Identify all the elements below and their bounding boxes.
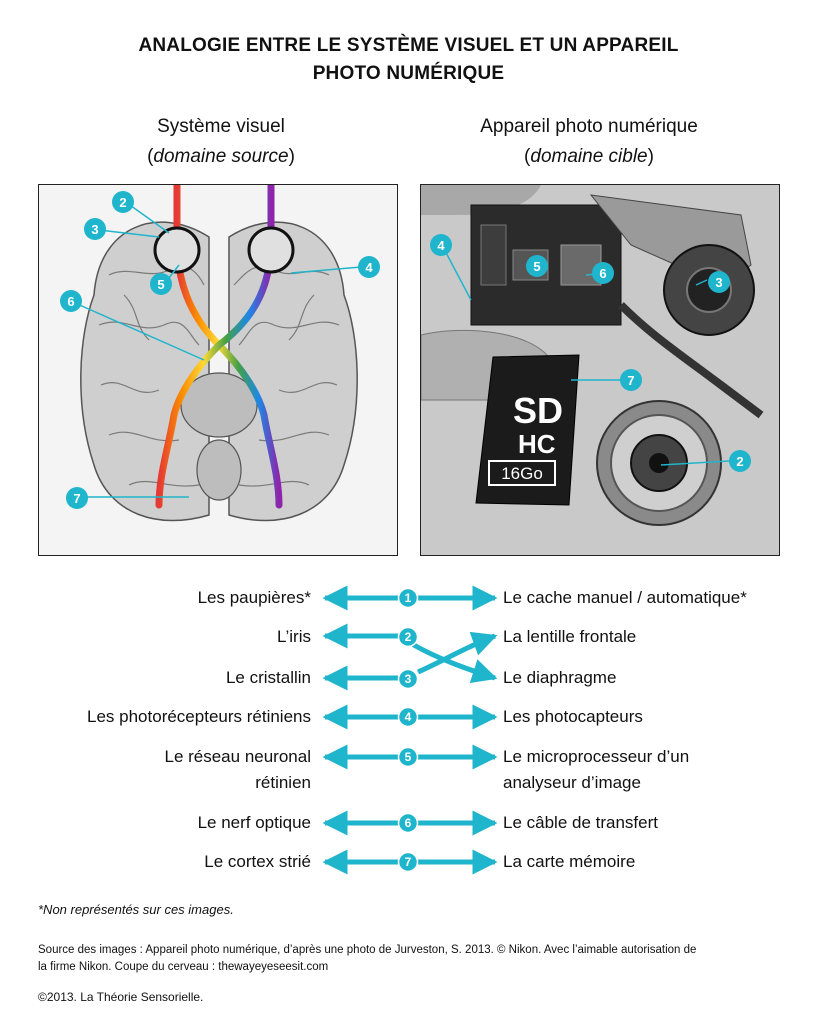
brain-illustration: 2 3 4 5 6 7 xyxy=(38,184,398,556)
row-3-right: Le diaphragme xyxy=(503,668,617,687)
svg-text:7: 7 xyxy=(627,373,634,388)
left-column-heading: Système visuel (domaine source) xyxy=(56,112,386,172)
svg-text:2: 2 xyxy=(736,454,743,469)
svg-text:5: 5 xyxy=(533,259,540,274)
camera-marker-6: 6 xyxy=(592,262,614,284)
svg-text:2: 2 xyxy=(405,630,412,644)
svg-text:6: 6 xyxy=(67,294,74,309)
brain-svg: 2 3 4 5 6 7 xyxy=(60,185,380,522)
footnote: *Non représentés sur ces images. xyxy=(38,902,234,917)
title-line-2: PHOTO NUMÉRIQUE xyxy=(312,63,505,84)
right-eye xyxy=(247,226,295,274)
brain-marker-6: 6 xyxy=(60,290,82,312)
hc-logo: HC xyxy=(518,429,556,459)
copyright: ©2013. La Théorie Sensorielle. xyxy=(38,990,204,1004)
row-5-left: Le réseau neuronal rétinien xyxy=(0,744,311,796)
right-heading-text: Appareil photo numérique xyxy=(480,116,698,137)
left-eye xyxy=(153,226,201,274)
camera-marker-7: 7 xyxy=(620,369,642,391)
image-source: Source des images : Appareil photo numér… xyxy=(38,942,798,976)
svg-text:3: 3 xyxy=(715,275,722,290)
right-subheading-text: domaine cible xyxy=(530,146,648,167)
row-1-right: Le cache manuel / automatique* xyxy=(503,588,747,607)
row-marker-6: 6 xyxy=(397,812,419,834)
brain-marker-7: 7 xyxy=(66,487,88,509)
source-line-1: Source des images : Appareil photo numér… xyxy=(38,944,697,956)
sd-logo: SD xyxy=(513,390,563,431)
camera-markers: 4 5 6 3 7 2 xyxy=(430,234,751,472)
brain-marker-5: 5 xyxy=(150,273,172,295)
sd-card: SD HC 16Go xyxy=(475,354,580,506)
svg-text:2: 2 xyxy=(119,195,126,210)
brain-marker-4: 4 xyxy=(358,256,380,278)
right-subheading: (domaine cible) xyxy=(524,146,654,167)
row-2-left: L’iris xyxy=(276,627,311,646)
sd-capacity: 16Go xyxy=(501,464,543,483)
left-subheading: (domaine source) xyxy=(147,146,295,167)
row-marker-4: 4 xyxy=(397,706,419,728)
cerebellum xyxy=(196,439,242,501)
left-heading-text: Système visuel xyxy=(157,116,285,137)
svg-text:5: 5 xyxy=(157,277,164,292)
row-3-left: Le cristallin xyxy=(225,668,311,687)
row-1-left: Les paupières* xyxy=(197,588,311,607)
transfer-cable xyxy=(618,302,764,419)
svg-text:7: 7 xyxy=(405,855,412,869)
camera-marker-4: 4 xyxy=(430,234,452,256)
brain-marker-3: 3 xyxy=(84,218,106,240)
camera-marker-2: 2 xyxy=(729,450,751,472)
row-7-left: Le cortex strié xyxy=(204,852,311,871)
svg-text:3: 3 xyxy=(405,672,412,686)
row-5-left-line-1: Le réseau neuronal xyxy=(164,747,311,766)
row-4-left: Les photorécepteurs rétiniens xyxy=(87,707,311,726)
arrow-2-right xyxy=(410,641,498,684)
svg-text:3: 3 xyxy=(91,222,98,237)
svg-text:6: 6 xyxy=(599,266,606,281)
title-line-1: ANALOGIE ENTRE LE SYSTÈME VISUEL ET UN A… xyxy=(138,35,679,56)
svg-text:1: 1 xyxy=(405,591,412,605)
svg-text:4: 4 xyxy=(405,710,412,724)
row-5-right-line-2: analyseur d’image xyxy=(503,773,641,792)
row-marker-2: 2 xyxy=(397,626,419,648)
row-marker-7: 7 xyxy=(397,851,419,873)
optic-pathways xyxy=(155,185,283,509)
camera-marker-3: 3 xyxy=(708,271,730,293)
svg-text:7: 7 xyxy=(73,491,80,506)
left-hemisphere xyxy=(80,221,210,522)
brain-marker-2: 2 xyxy=(112,191,134,213)
midbrain xyxy=(180,372,258,438)
source-line-2: la firme Nikon. Coupe du cerveau : thewa… xyxy=(38,961,329,973)
camera-svg: SD HC 16Go 4 5 6 3 7 2 xyxy=(421,185,779,555)
row-marker-5: 5 xyxy=(397,746,419,768)
svg-text:5: 5 xyxy=(405,750,412,764)
row-5-right: Le microprocesseur d’un analyseur d’imag… xyxy=(503,744,803,796)
brain-markers: 2 3 4 5 6 7 xyxy=(60,191,380,509)
row-5-right-line-1: Le microprocesseur d’un xyxy=(503,747,690,766)
row-7-right: La carte mémoire xyxy=(503,852,636,871)
camera-illustration: SD HC 16Go 4 5 6 3 7 2 xyxy=(420,184,780,556)
camera-marker-5: 5 xyxy=(526,255,548,277)
page-title: ANALOGIE ENTRE LE SYSTÈME VISUEL ET UN A… xyxy=(0,32,817,88)
brain-leader-lines xyxy=(74,202,362,498)
svg-text:6: 6 xyxy=(405,816,412,830)
right-column-heading: Appareil photo numérique (domaine cible) xyxy=(424,112,754,172)
svg-text:4: 4 xyxy=(437,238,445,253)
row-marker-3: 3 xyxy=(397,668,419,690)
svg-text:4: 4 xyxy=(365,260,373,275)
left-subheading-text: domaine source xyxy=(153,146,289,167)
row-2-right: La lentille frontale xyxy=(503,627,637,646)
sensor-block xyxy=(480,224,507,286)
row-5-left-line-2: rétinien xyxy=(255,773,311,792)
row-6-right: Le câble de transfert xyxy=(503,813,658,832)
row-6-left: Le nerf optique xyxy=(197,813,311,832)
row-4-right: Les photocapteurs xyxy=(503,707,643,726)
arrow-3-right xyxy=(416,631,498,675)
row-marker-1: 1 xyxy=(397,587,419,609)
